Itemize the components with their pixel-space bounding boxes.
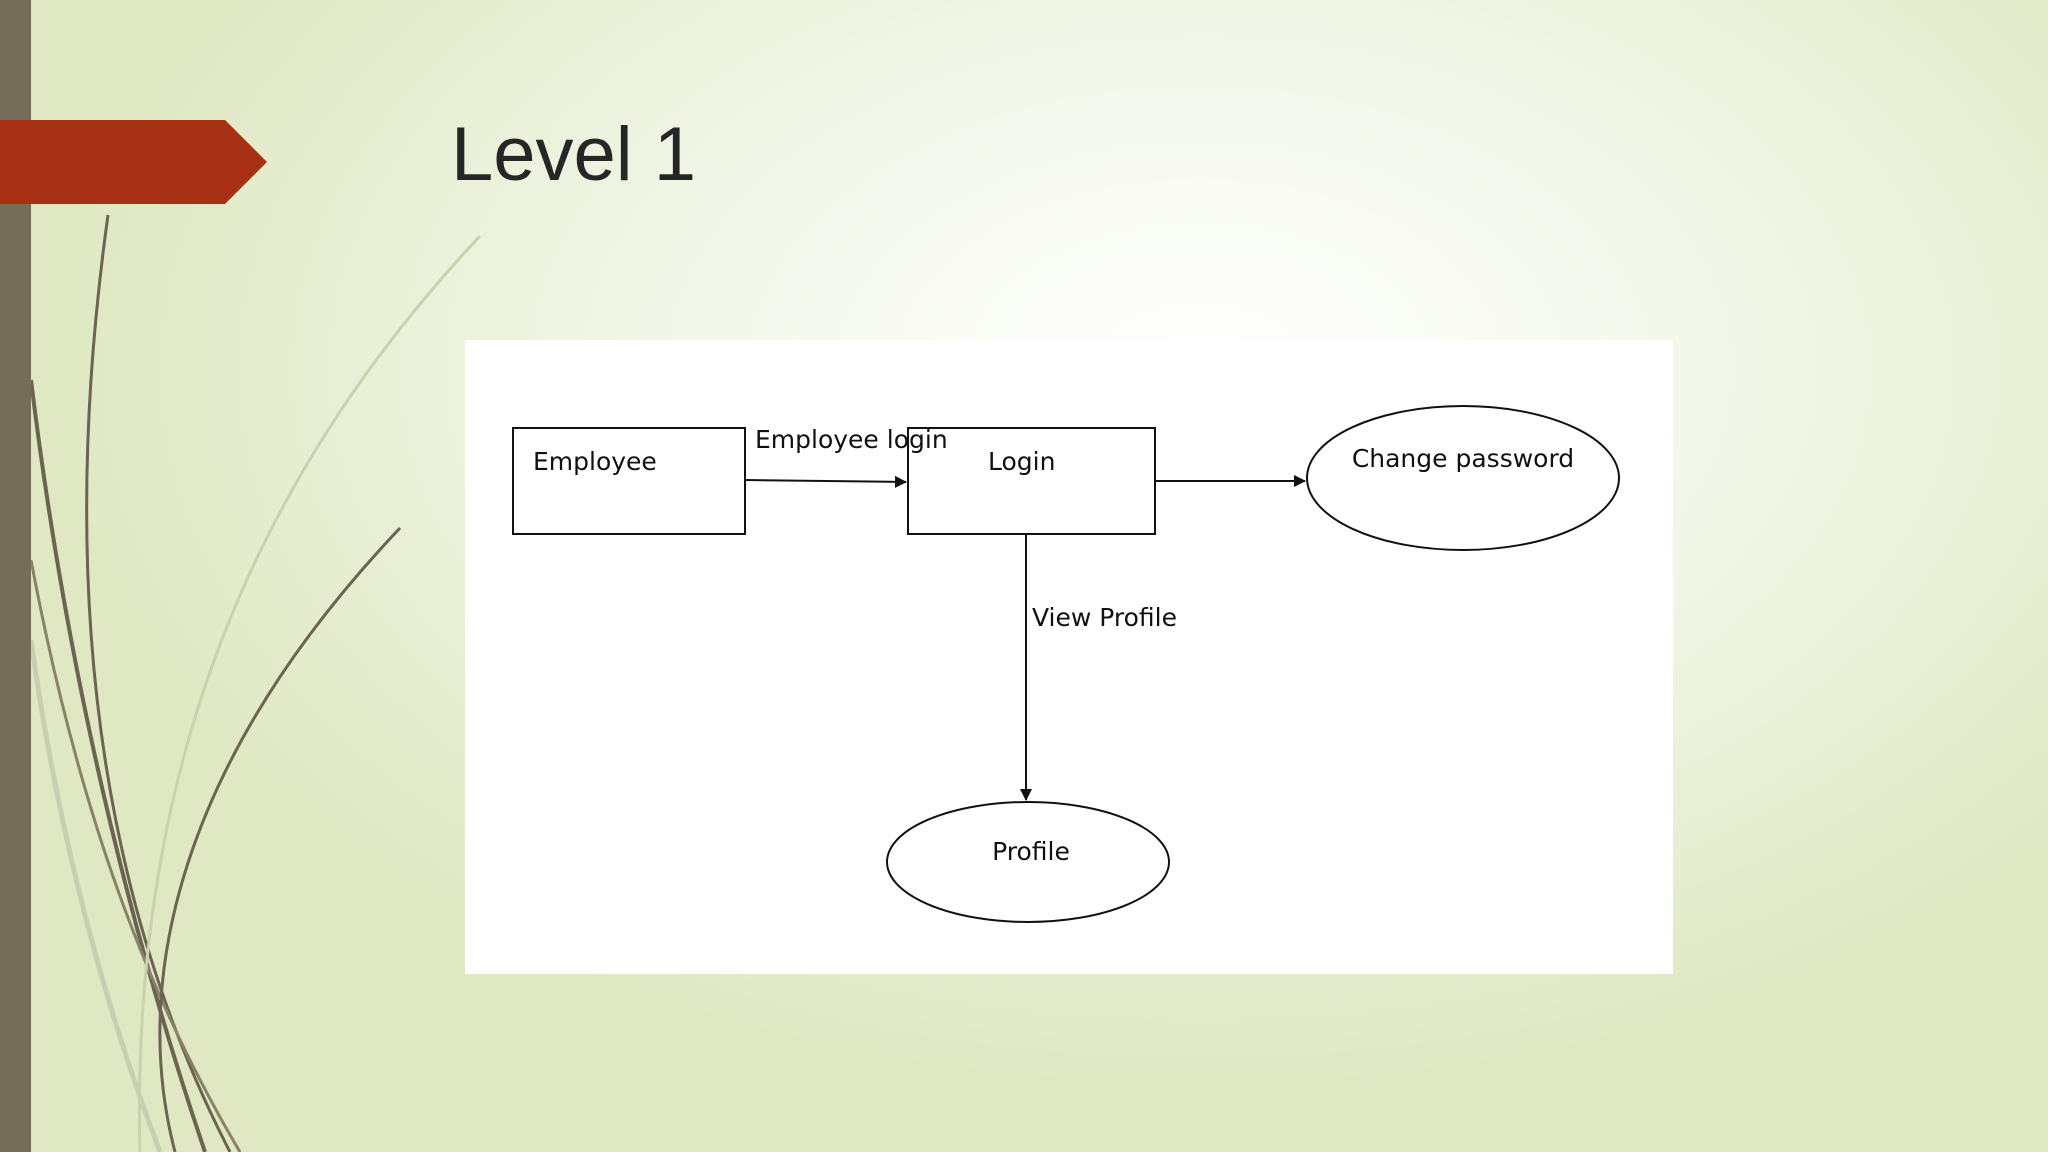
node-change-password: Change password: [1306, 405, 1620, 551]
node-login-label: Login: [988, 447, 1055, 476]
node-profile: Profile: [886, 801, 1170, 923]
diagram-canvas: Employee Login Change password Profile E…: [465, 340, 1673, 974]
edge-employee-to-login: Employee login: [744, 425, 948, 488]
edge-employee-login-label: Employee login: [755, 425, 948, 454]
node-employee: Employee: [512, 427, 746, 535]
edge-view-profile-label: View Profile: [1032, 603, 1177, 632]
node-change-password-label: Change password: [1352, 444, 1574, 473]
node-profile-label: Profile: [992, 837, 1070, 866]
page-title: Level 1: [451, 112, 697, 197]
node-employee-label: Employee: [533, 447, 657, 476]
edge-login-to-profile: View Profile: [1020, 534, 1177, 801]
title-accent-tab: [0, 120, 267, 204]
